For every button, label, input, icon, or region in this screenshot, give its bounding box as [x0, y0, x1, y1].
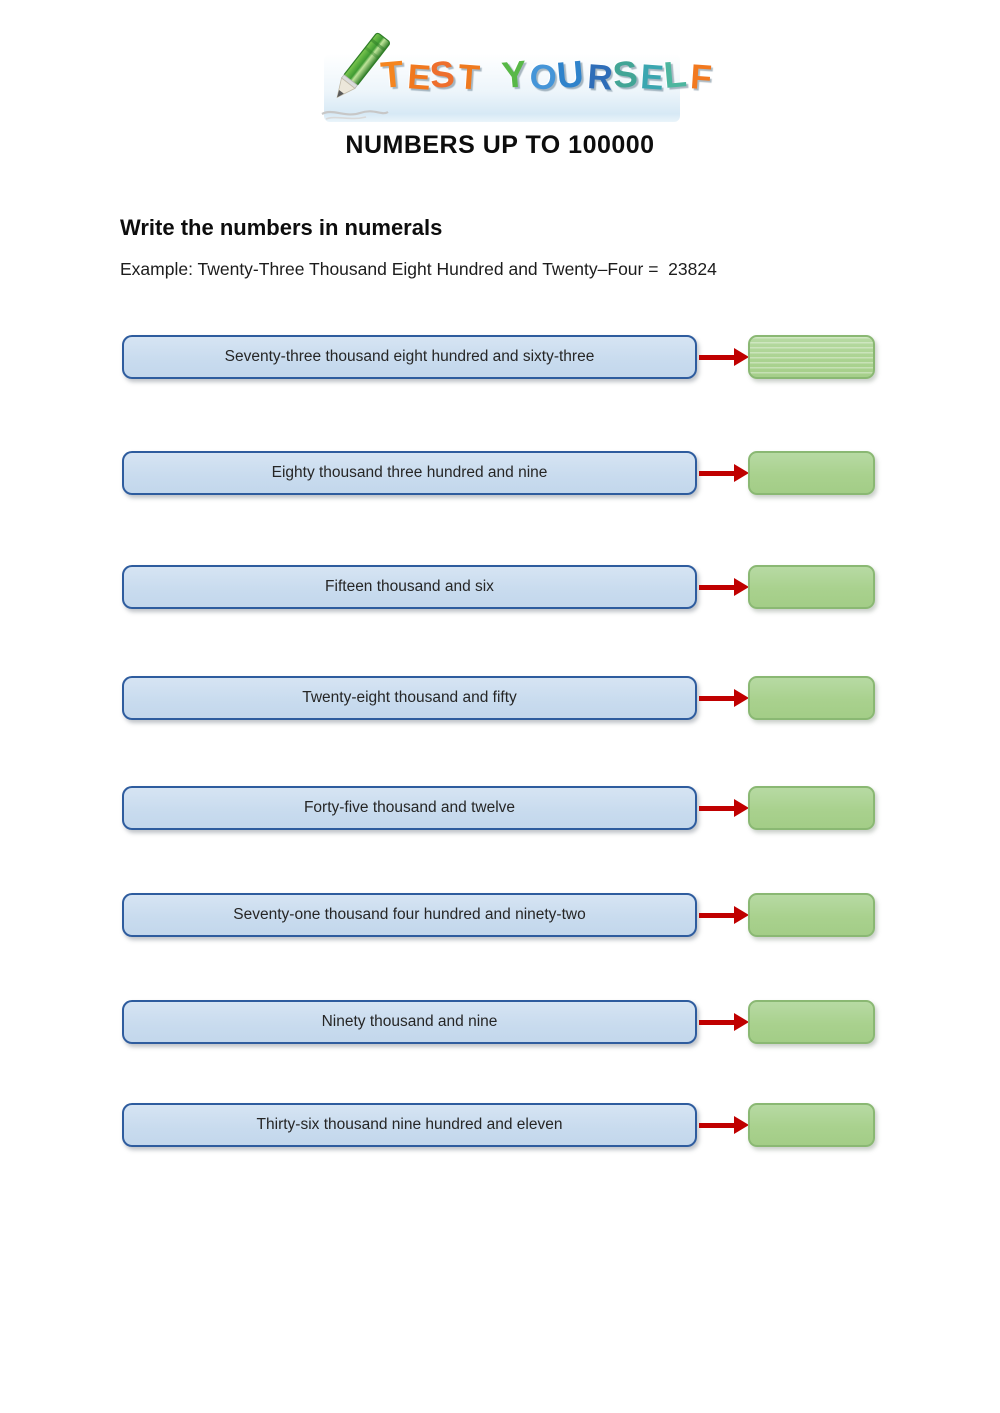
question-label-box: Seventy-three thousand eight hundred and… [122, 335, 697, 379]
question-label-box: Eighty thousand three hundred and nine [122, 451, 697, 495]
logo-letter: S [428, 53, 458, 97]
logo-letter: T [457, 57, 482, 98]
arrow-head [734, 906, 749, 924]
arrow-shaft [699, 695, 736, 701]
logo-letter: S [610, 53, 640, 97]
logo-letter: R [586, 57, 615, 98]
arrow-right-icon [699, 451, 749, 495]
example-line: Example: Twenty-Three Thousand Eight Hun… [120, 259, 717, 279]
logo-letter: Y [499, 53, 529, 97]
question-label-box: Thirty-six thousand nine hundred and ele… [122, 1103, 697, 1147]
arrow-head [734, 464, 749, 482]
page-title: NUMBERS UP TO 100000 [345, 131, 655, 159]
answer-input[interactable] [748, 451, 875, 495]
answer-input[interactable] [748, 786, 875, 830]
question-row: Eighty thousand three hundred and nine [0, 451, 1000, 495]
question-row: Thirty-six thousand nine hundred and ele… [0, 1103, 1000, 1147]
question-row: Twenty-eight thousand and fifty [0, 676, 1000, 720]
arrow-right-icon [699, 786, 749, 830]
arrow-shaft [699, 1122, 736, 1128]
arrow-right-icon [699, 893, 749, 937]
logo-letter: O [528, 56, 560, 98]
arrow-head [734, 799, 749, 817]
arrow-head [734, 578, 749, 596]
question-label-box: Fifteen thousand and six [122, 565, 697, 609]
arrow-right-icon [699, 335, 749, 379]
answer-input[interactable] [748, 1000, 875, 1044]
arrow-shaft [699, 470, 736, 476]
answer-input[interactable] [748, 1103, 875, 1147]
arrow-shaft [699, 354, 736, 360]
answer-input[interactable] [748, 335, 875, 379]
arrow-shaft [699, 584, 736, 590]
answer-input[interactable] [748, 893, 875, 937]
logo-letter: F [688, 57, 714, 98]
question-row: Ninety thousand and nine [0, 1000, 1000, 1044]
question-row: Seventy-three thousand eight hundred and… [0, 335, 1000, 379]
arrow-head [734, 689, 749, 707]
question-label-box: Forty-five thousand and twelve [122, 786, 697, 830]
answer-input[interactable] [748, 565, 875, 609]
question-row: Fifteen thousand and six [0, 565, 1000, 609]
question-row: Seventy-one thousand four hundred and ni… [0, 893, 1000, 937]
arrow-right-icon [699, 676, 749, 720]
logo-letter: U [555, 52, 587, 97]
question-label-box: Ninety thousand and nine [122, 1000, 697, 1044]
logo-letter: T [379, 53, 407, 97]
arrow-head [734, 1013, 749, 1031]
arrow-shaft [699, 1019, 736, 1025]
arrow-head [734, 348, 749, 366]
arrow-shaft [699, 912, 736, 918]
arrow-head [734, 1116, 749, 1134]
arrow-right-icon [699, 1103, 749, 1147]
arrow-right-icon [699, 565, 749, 609]
logo-letter: L [662, 53, 690, 97]
pencil-icon [321, 32, 391, 120]
arrow-right-icon [699, 1000, 749, 1044]
section-heading: Write the numbers in numerals [120, 215, 443, 240]
question-label-box: Seventy-one thousand four hundred and ni… [122, 893, 697, 937]
question-row: Forty-five thousand and twelve [0, 786, 1000, 830]
arrow-shaft [699, 805, 736, 811]
answer-input[interactable] [748, 676, 875, 720]
logo-background-band [324, 54, 680, 122]
question-label-box: Twenty-eight thousand and fifty [122, 676, 697, 720]
